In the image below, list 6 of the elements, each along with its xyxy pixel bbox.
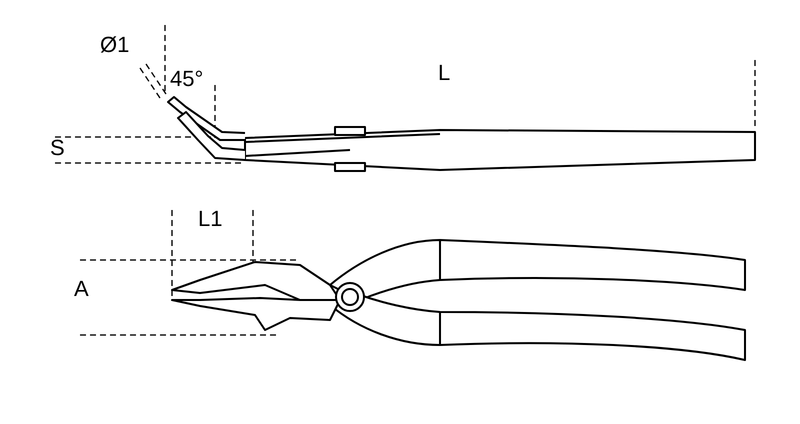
dimension-label: S: [50, 137, 65, 159]
dimension-label: A: [74, 278, 89, 300]
dimension-label: 45°: [170, 68, 204, 90]
dimension-label: L: [438, 62, 450, 84]
dimension-label: L1: [198, 208, 222, 230]
dimension-label: Ø1: [100, 34, 130, 56]
